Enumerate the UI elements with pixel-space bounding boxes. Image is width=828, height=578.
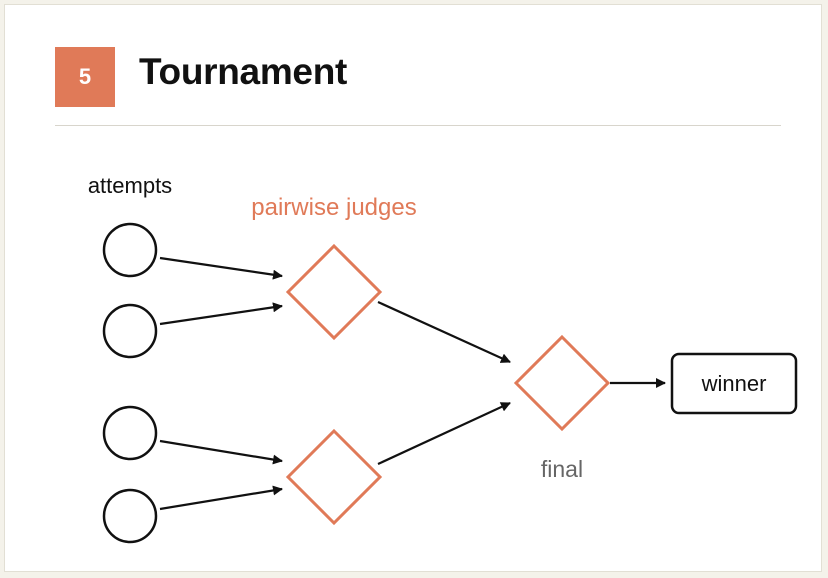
page-title: Tournament	[139, 51, 348, 92]
arrow-judge-bottom-to-final	[377, 402, 511, 465]
header-divider	[55, 125, 781, 126]
pairwise-judge-node-bottom	[285, 428, 383, 526]
arrow-attempt4-to-judge-bottom	[159, 485, 283, 511]
arrow-judge-top-to-final	[377, 300, 511, 364]
arrow-attempt1-to-judge-top	[159, 256, 283, 280]
attempt-node-3	[102, 405, 158, 461]
pairwise-judges-label: pairwise judges	[251, 194, 416, 221]
final-judge-node	[513, 334, 611, 432]
attempts-label: attempts	[88, 173, 172, 198]
pairwise-judge-node-top	[285, 243, 383, 341]
attempt-node-1	[102, 222, 158, 278]
winner-label: winner	[701, 371, 767, 396]
attempt-node-4	[102, 488, 158, 544]
final-label: final	[541, 456, 583, 482]
step-number-badge: 5	[55, 47, 115, 107]
arrow-attempt2-to-judge-top	[159, 302, 283, 326]
attempt-node-2	[102, 303, 158, 359]
winner-box	[670, 352, 798, 415]
tournament-card: 5 Tournament	[4, 4, 822, 572]
arrow-attempt3-to-judge-bottom	[159, 439, 283, 465]
